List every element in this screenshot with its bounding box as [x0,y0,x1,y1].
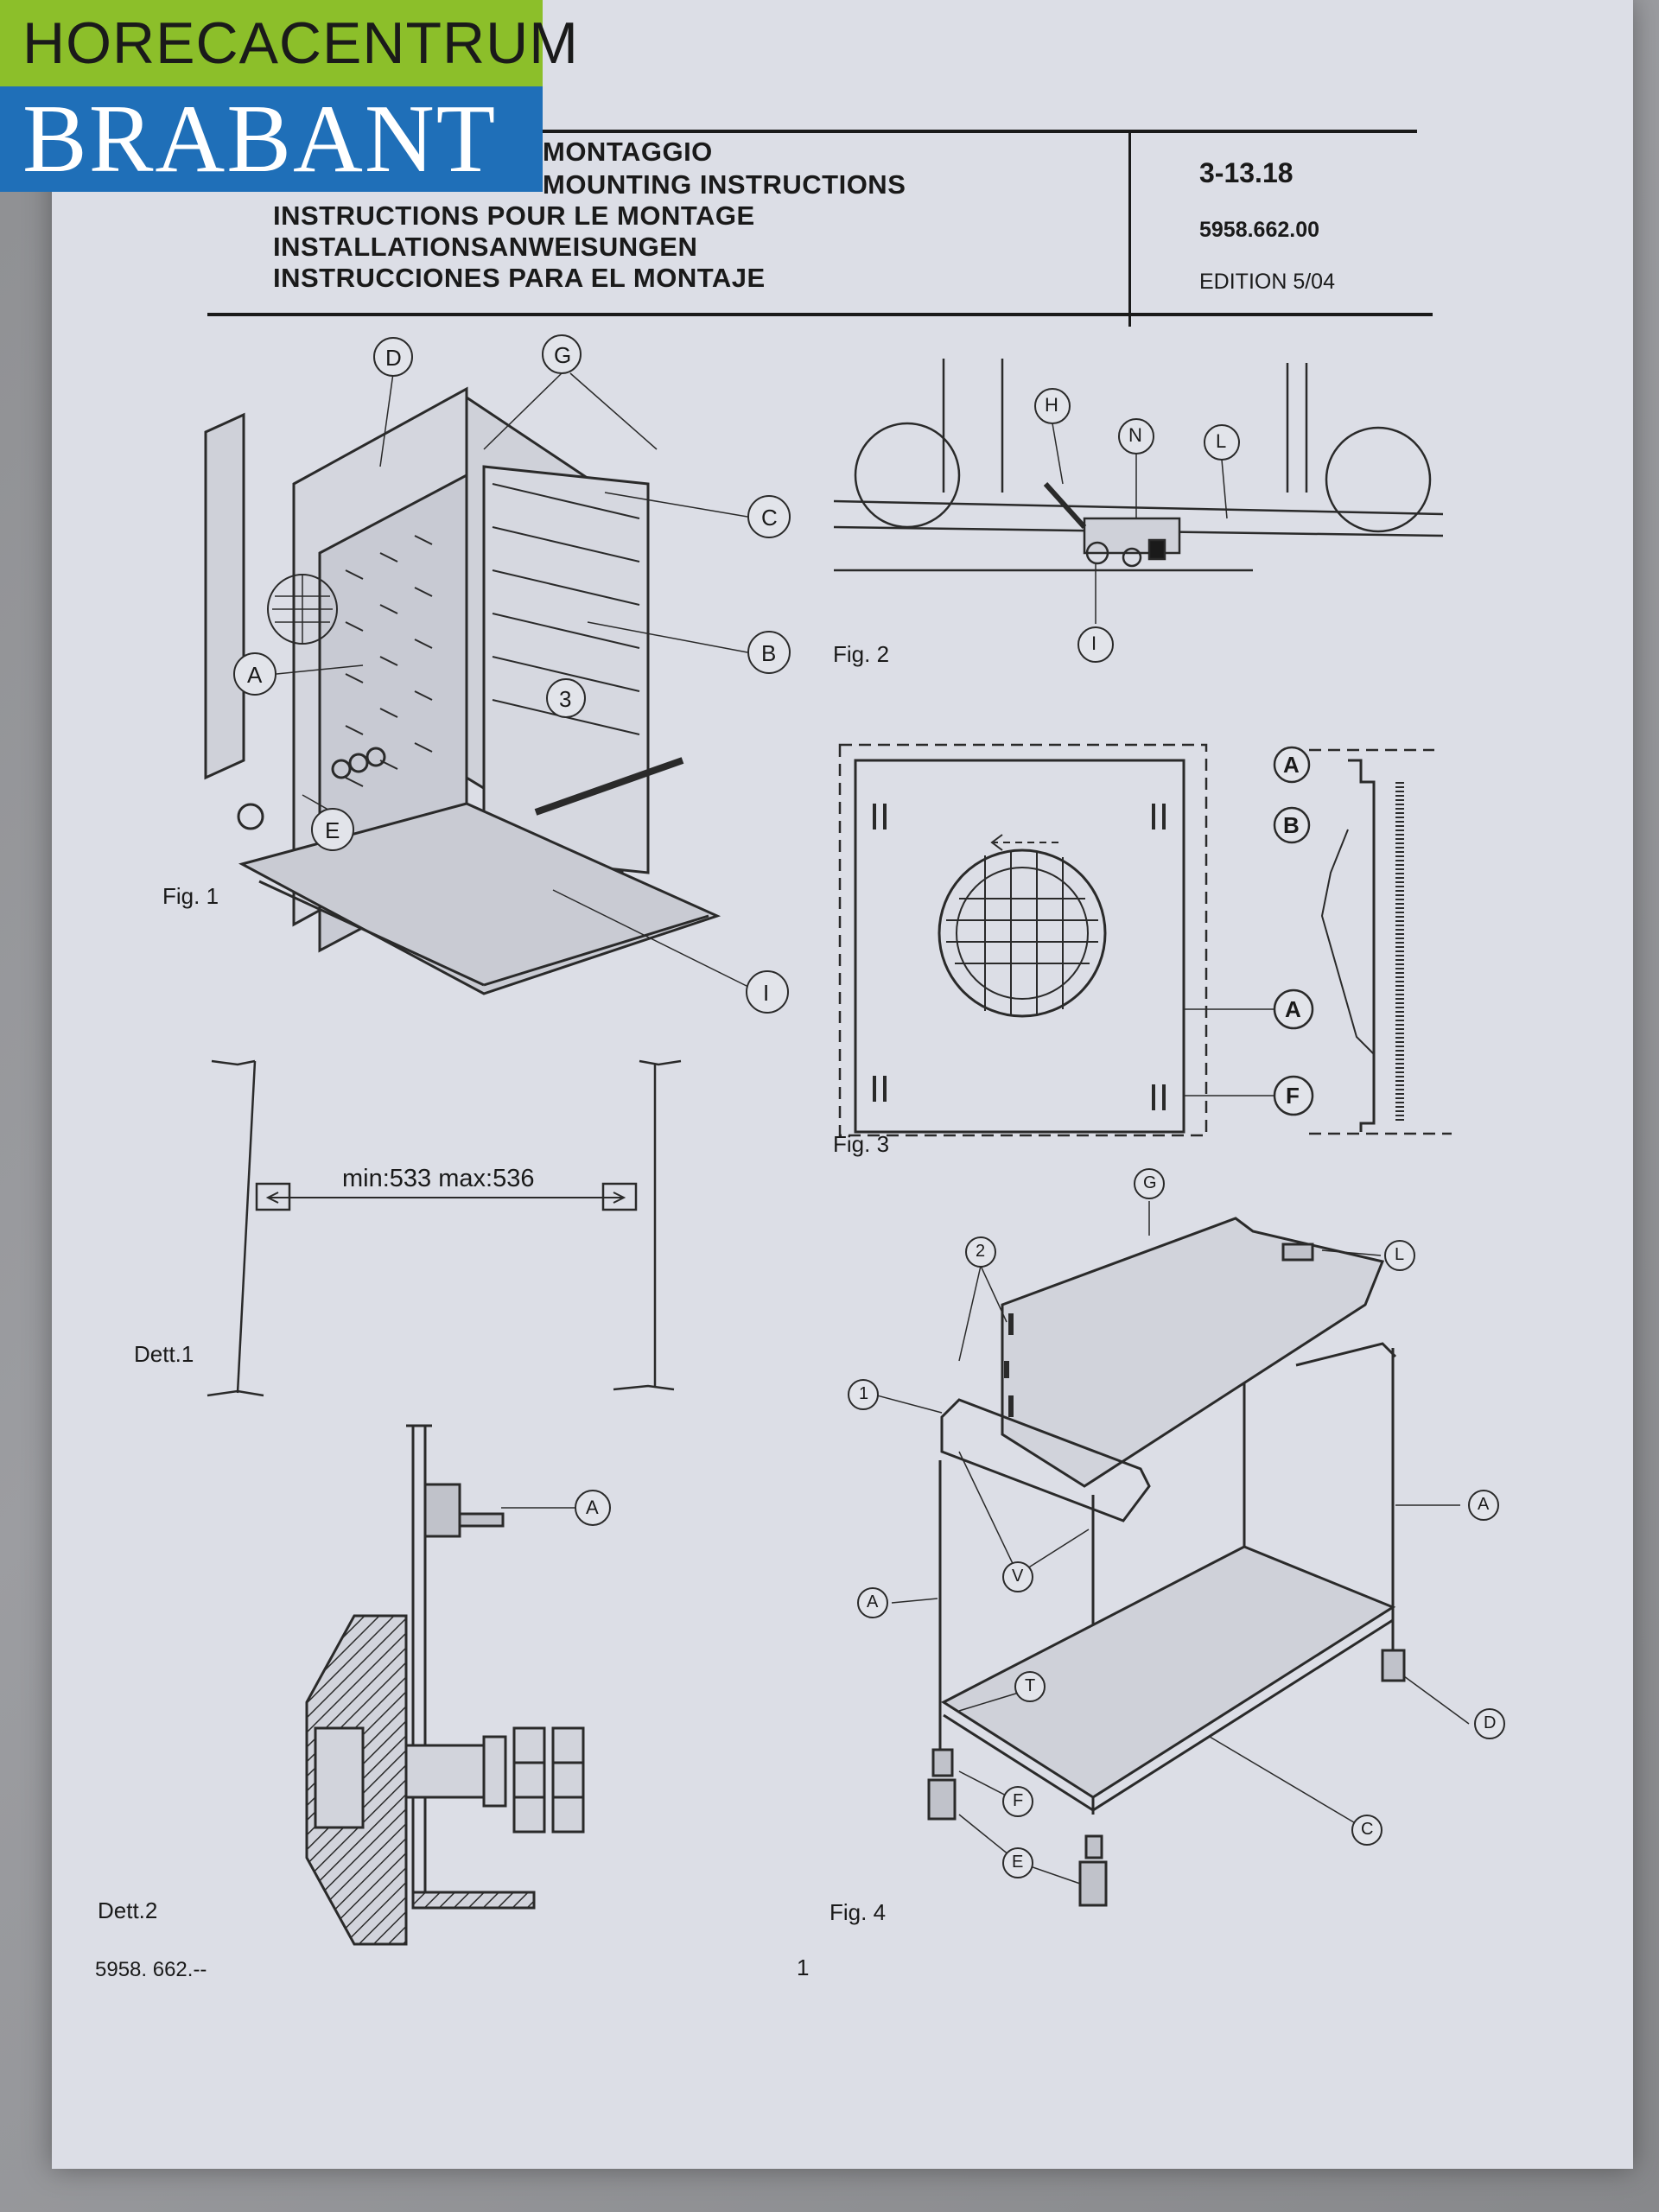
fig1-callout-c: C [761,505,778,531]
logo-line1: HORECACENTRUM [0,0,578,86]
dett1-label: Dett.1 [134,1341,194,1367]
dett1-dimension-drawing [207,1059,682,1397]
header-bottom-rule [207,313,1433,316]
fig4-callout-1: 1 [859,1384,869,1403]
fig1-rack-drawing [204,386,721,995]
dett2-bolt-drawing [305,1424,585,1946]
fig4-trolley-drawing [927,1217,1406,1907]
dett2-label: Dett.2 [98,1897,158,1923]
fig4-callout-t: T [1025,1676,1036,1695]
fig4-callout-c: C [1361,1820,1374,1839]
fig2-callout-i: I [1091,632,1097,654]
fig1-callout-g: G [554,342,572,368]
fig1-callout-d: D [385,345,402,371]
fig1-callout-a: A [247,662,263,688]
fig4-callout-l: L [1395,1245,1405,1264]
fig4-callout-d: D [1484,1713,1497,1732]
fig1-callout-i: I [763,980,770,1006]
fig4-callout-e: E [1012,1853,1024,1872]
fig2-callout-l: L [1216,430,1227,452]
edition: EDITION 5/04 [1199,270,1335,294]
fig3-panel-drawing [838,743,1452,1137]
fig2-latch-drawing [833,359,1444,572]
dett1-dimension: min:533 max:536 [342,1165,535,1192]
title-english: MOUNTING INSTRUCTIONS [543,169,906,200]
fig1-callout-3: 3 [559,686,572,712]
fig3-callout-a-top: A [1283,752,1300,778]
logo-line2: BRABANT [0,86,543,192]
fig4-callout-g: G [1143,1173,1157,1192]
doc-code: 3-13.18 [1199,157,1294,188]
footer-doc-ref: 5958. 662.-- [95,1958,207,1981]
title-spanish: INSTRUCCIONES PARA EL MONTAJE [273,263,766,293]
fig2-callout-h: H [1045,394,1058,416]
fig1-callout-b: B [761,640,777,666]
title-french: INSTRUCTIONS POUR LE MONTAGE [273,200,755,231]
footer-page-number: 1 [797,1955,810,1980]
fig1-callout-e: E [325,817,340,843]
fig3-callout-a: A [1285,996,1301,1022]
logo: HORECACENTRUM BRABANT [0,0,578,192]
fig4-callout-f: F [1013,1791,1024,1810]
fig1-label: Fig. 1 [162,883,219,909]
fig2-callout-n: N [1128,424,1142,446]
fig3-callout-f: F [1286,1083,1300,1109]
title-italian: MONTAGGIO [543,137,713,167]
header-top-rule [536,130,1417,133]
title-german: INSTALLATIONSANWEISUNGEN [273,232,698,262]
fig4-label: Fig. 4 [830,1899,887,1925]
fig4-callout-a-left: A [867,1592,879,1611]
fig2-label: Fig. 2 [833,641,890,667]
dett2-callout-a: A [586,1497,599,1518]
header-divider [1128,131,1131,327]
fig3-callout-b: B [1283,812,1300,838]
fig4-callout-v: V [1012,1567,1024,1586]
part-number: 5958.662.00 [1199,218,1320,242]
fig4-callout-2: 2 [976,1242,986,1261]
fig3-label: Fig. 3 [833,1131,890,1157]
fig4-callout-a-right: A [1478,1495,1490,1514]
